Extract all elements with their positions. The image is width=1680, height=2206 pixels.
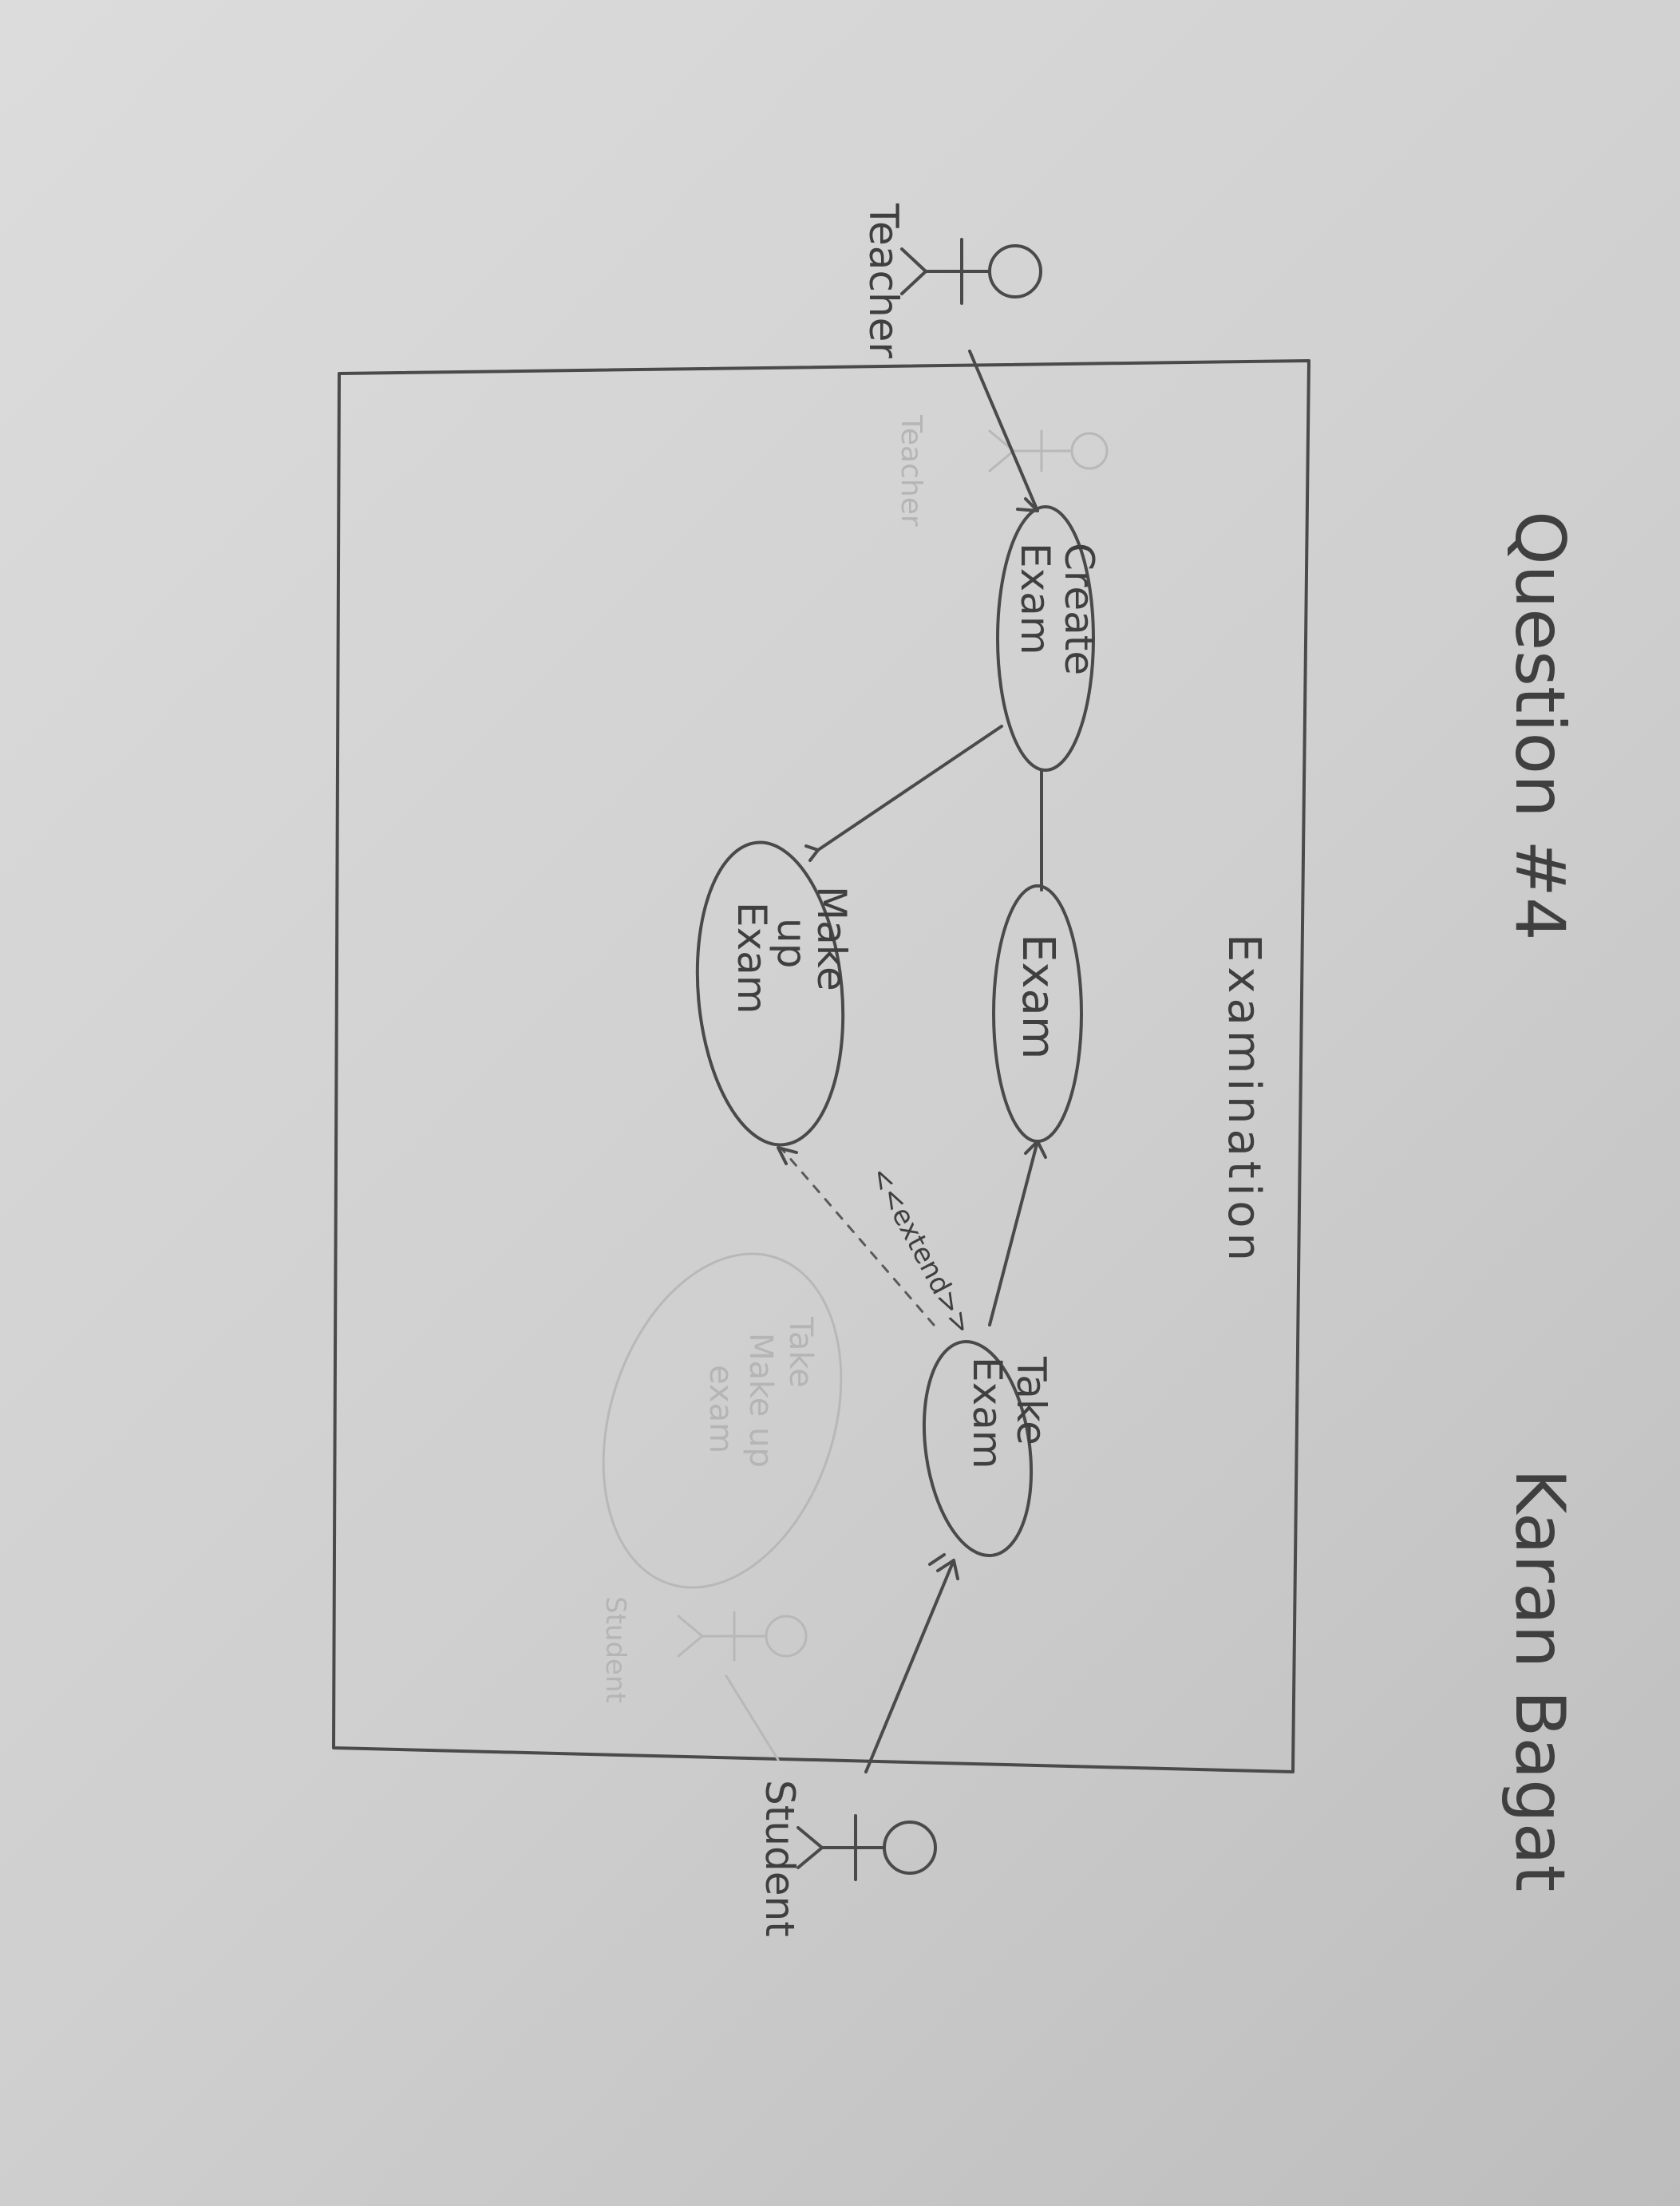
svg-text:Take: Take xyxy=(782,1316,819,1388)
use-case-create-exam: Create Exam xyxy=(996,505,1102,772)
actor-teacher-head xyxy=(988,244,1042,298)
svg-text:Exam: Exam xyxy=(729,902,775,1014)
svg-text:Take: Take xyxy=(1008,1356,1054,1445)
svg-text:Make: Make xyxy=(808,886,855,991)
svg-text:Exam: Exam xyxy=(1012,934,1064,1059)
actor-teacher-body xyxy=(900,238,991,305)
erased-marks: Teacher Take Make up exam Student xyxy=(599,414,1109,1761)
author-name: Karan Bagat xyxy=(1500,1469,1579,1892)
use-case-make-up-exam: Make up Exam xyxy=(695,840,855,1147)
erased-actor-head xyxy=(1070,432,1109,470)
association-student-arrowhead xyxy=(928,1553,959,1580)
erased-student-label: Student xyxy=(599,1596,631,1703)
association-student-take-exam xyxy=(864,1559,955,1773)
system-boundary xyxy=(332,359,1310,1773)
system-name: Examination xyxy=(1218,934,1270,1266)
header: Question #4 Karan Bagat xyxy=(1500,511,1579,1892)
actor-student-body xyxy=(797,1814,886,1881)
erased-use-case xyxy=(602,1252,843,1589)
actor-student-head xyxy=(883,1821,937,1875)
use-case-exam: Exam xyxy=(992,884,1083,1143)
actor-teacher-label: Teacher xyxy=(860,203,907,358)
erased-use-case-label: Take Make up exam xyxy=(702,1316,819,1468)
erased-student-body xyxy=(677,1611,768,1662)
use-case-take-exam: Take Exam xyxy=(922,1340,1054,1557)
extend-relation-arrowhead xyxy=(777,1146,798,1165)
erased-actor-body xyxy=(988,429,1071,472)
svg-text:Make up: Make up xyxy=(742,1333,779,1468)
use-case-make-up-exam-ellipse xyxy=(695,840,845,1147)
erased-student-head xyxy=(765,1615,808,1658)
svg-text:Exam: Exam xyxy=(1012,543,1058,655)
svg-text:Exam: Exam xyxy=(964,1357,1010,1469)
association-teacher-arrowhead xyxy=(1016,497,1039,512)
question-title: Question #4 xyxy=(1500,511,1579,941)
svg-text:up: up xyxy=(769,918,815,968)
association-create-exam-make-up xyxy=(816,725,1003,852)
svg-text:Examination: Examination xyxy=(1218,934,1270,1266)
svg-text:Create: Create xyxy=(1056,543,1102,675)
association-take-exam-exam xyxy=(988,1140,1039,1326)
use-case-create-exam-ellipse xyxy=(996,505,1095,772)
use-case-take-exam-ellipse xyxy=(922,1340,1034,1557)
actor-student-label: Student xyxy=(757,1780,803,1937)
svg-text:exam: exam xyxy=(702,1365,739,1453)
actor-student: Student xyxy=(757,1780,937,1937)
extend-relation-line xyxy=(781,1148,935,1326)
association-teacher-create-exam xyxy=(968,350,1039,512)
erased-association xyxy=(725,1674,780,1761)
extend-label: <<extend>> xyxy=(864,1161,978,1339)
association-make-up-tick xyxy=(804,844,820,862)
erased-actor-label: Teacher xyxy=(895,414,927,527)
association-exam-arrowhead xyxy=(1024,1140,1047,1159)
actor-teacher: Teacher xyxy=(860,203,1042,358)
